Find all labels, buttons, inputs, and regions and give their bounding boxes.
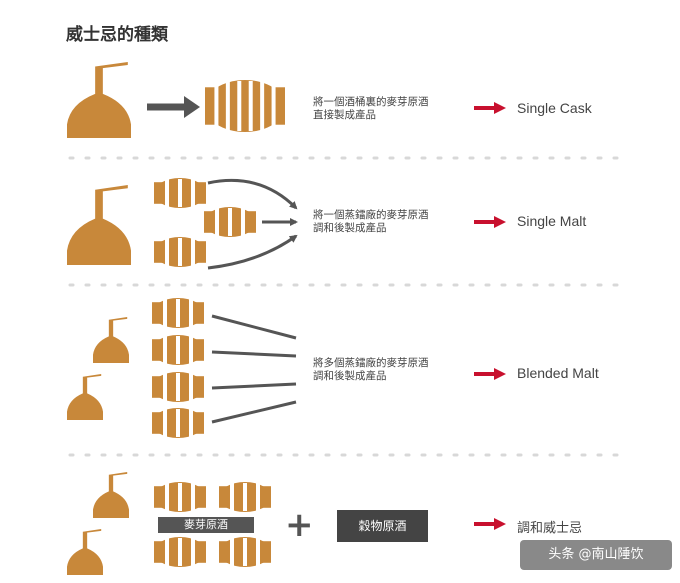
pot-still-row1 (67, 62, 131, 138)
grain-spirit-label: 穀物原酒 (337, 510, 428, 542)
blended-whisky-label: 調和威士忌 (517, 521, 583, 536)
row1-desc-line1: 將一個酒桶裏的麥芽原酒 (313, 96, 429, 108)
barrel-row2-b (204, 207, 256, 237)
red-arrow-head-3 (494, 368, 506, 380)
blend-line-1 (211, 314, 297, 340)
barrel-row4-c (154, 537, 206, 567)
barrel-row3-b (152, 335, 204, 365)
row3-desc-line2: 調和後製成產品 (313, 370, 387, 382)
row-dividers (68, 156, 622, 457)
red-arrow-head-4 (494, 518, 506, 530)
row1-desc-line2: 直接製成產品 (313, 109, 376, 121)
page-title: 威士忌的種類 (66, 25, 168, 45)
result-arrows (474, 102, 506, 530)
barrel-row3-c (152, 372, 204, 402)
row3-desc-line1: 將多個蒸鐳廠的麥芽原酒 (313, 357, 429, 369)
barrel-row4-d (219, 537, 271, 567)
curve-arrow-bottom (207, 234, 298, 270)
barrel-row1 (205, 80, 285, 132)
barrel-row4-a (154, 482, 206, 512)
pot-still-row4-a (93, 472, 129, 518)
pot-stills (67, 62, 131, 575)
barrel-row3-a (152, 298, 204, 328)
row2-desc-line2: 調和後製成產品 (313, 222, 387, 234)
row1-description: 將一個酒桶裏的麥芽原酒 直接製成產品 (313, 96, 429, 122)
barrel-row3-d (152, 408, 204, 438)
pot-still-row3-b (67, 374, 103, 420)
blend-line-4 (211, 400, 297, 424)
curve-arrow-top (207, 178, 298, 210)
pot-still-row2 (67, 185, 131, 265)
single-cask-label: Single Cask (517, 100, 592, 116)
barrel-row4-b (219, 482, 271, 512)
row2-description: 將一個蒸鐳廠的麥芽原酒 調和後製成產品 (313, 209, 429, 235)
row3-description: 將多個蒸鐳廠的麥芽原酒 調和後製成產品 (313, 357, 429, 383)
watermark: 头条 @南山陲饮 (520, 540, 672, 570)
flow-connectors (147, 96, 298, 424)
arrow-still-to-cask-head (184, 96, 200, 118)
single-malt-label: Single Malt (517, 213, 587, 229)
row2-desc-line1: 將一個蒸鐳廠的麥芽原酒 (313, 209, 429, 221)
pot-still-row4-b (67, 529, 103, 575)
barrels (152, 80, 285, 567)
barrel-row2-c (154, 237, 206, 267)
pot-still-row3-a (93, 317, 129, 363)
blended-malt-label: Blended Malt (517, 365, 599, 381)
malt-spirit-label: 麥芽原酒 (158, 517, 254, 533)
blend-line-3 (211, 382, 297, 390)
red-arrow-head-2 (494, 216, 506, 228)
blend-line-2 (211, 350, 297, 358)
plus-sign: + (285, 505, 314, 545)
red-arrow-head-1 (494, 102, 506, 114)
barrel-row2-a (154, 178, 206, 208)
